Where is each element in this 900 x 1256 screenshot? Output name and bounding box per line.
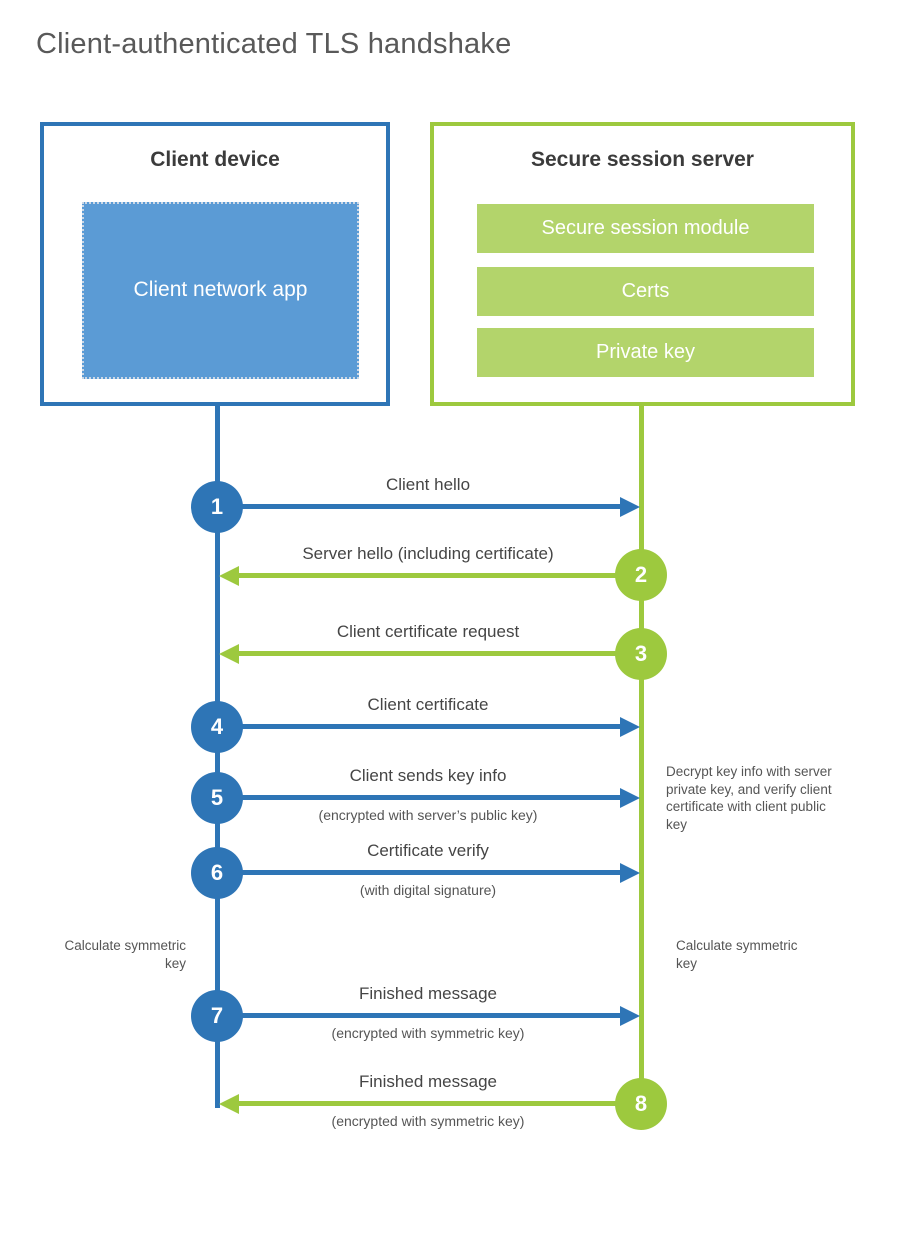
message-label: Client hello <box>385 475 471 494</box>
arrow-left-icon <box>219 566 239 586</box>
server-certs-bar: Certs <box>477 267 814 316</box>
client-lifeline <box>215 406 220 1108</box>
message-sublabel: (encrypted with symmetric key) <box>331 1113 525 1129</box>
message-label: Finished message <box>359 984 497 1003</box>
message-arrow <box>239 573 642 578</box>
server-calc-note: Calculate symmetric key <box>676 938 798 971</box>
message-arrow <box>217 504 620 509</box>
arrow-left-icon <box>219 644 239 664</box>
message-arrow <box>239 1101 642 1106</box>
client-device-title: Client device <box>150 148 280 171</box>
step-circle: 2 <box>615 549 667 601</box>
message-arrow <box>217 870 620 875</box>
message-arrow <box>239 651 642 656</box>
message-label: Finished message <box>359 1072 497 1091</box>
page-title: Client-authenticated TLS handshake <box>36 28 512 60</box>
message-arrow <box>217 1013 620 1018</box>
server-private-key-bar: Private key <box>477 328 814 377</box>
message-label: Client sends key info <box>349 766 507 785</box>
message-arrow <box>217 795 620 800</box>
message-label: Server hello (including certificate) <box>302 544 554 563</box>
step-circle: 6 <box>191 847 243 899</box>
step-circle: 4 <box>191 701 243 753</box>
message-label: Certificate verify <box>367 841 489 860</box>
step-circle: 5 <box>191 772 243 824</box>
server-decrypt-note: Decrypt key info with server private key… <box>666 764 832 832</box>
step-circle: 3 <box>615 628 667 680</box>
arrow-right-icon <box>620 1006 640 1026</box>
client-network-app-box: Client network app <box>82 202 359 379</box>
step-circle: 1 <box>191 481 243 533</box>
message-sublabel: (with digital signature) <box>359 882 497 898</box>
message-label: Client certificate <box>367 695 489 714</box>
step-circle: 7 <box>191 990 243 1042</box>
message-arrow <box>217 724 620 729</box>
server-box: Secure session server Secure session mod… <box>430 122 855 406</box>
message-sublabel: (encrypted with server’s public key) <box>318 807 538 823</box>
client-network-app-label: Client network app <box>133 278 308 302</box>
arrow-left-icon <box>219 1094 239 1114</box>
message-label: Client certificate request <box>336 622 520 641</box>
message-sublabel: (encrypted with symmetric key) <box>331 1025 525 1041</box>
client-calc-note: Calculate symmetric key <box>64 938 186 971</box>
server-lifeline <box>639 406 644 1106</box>
server-title: Secure session server <box>531 148 754 171</box>
arrow-right-icon <box>620 717 640 737</box>
server-module-bar: Secure session module <box>477 204 814 253</box>
arrow-right-icon <box>620 863 640 883</box>
step-circle: 8 <box>615 1078 667 1130</box>
client-device-box: Client device Client network app <box>40 122 390 406</box>
arrow-right-icon <box>620 788 640 808</box>
arrow-right-icon <box>620 497 640 517</box>
